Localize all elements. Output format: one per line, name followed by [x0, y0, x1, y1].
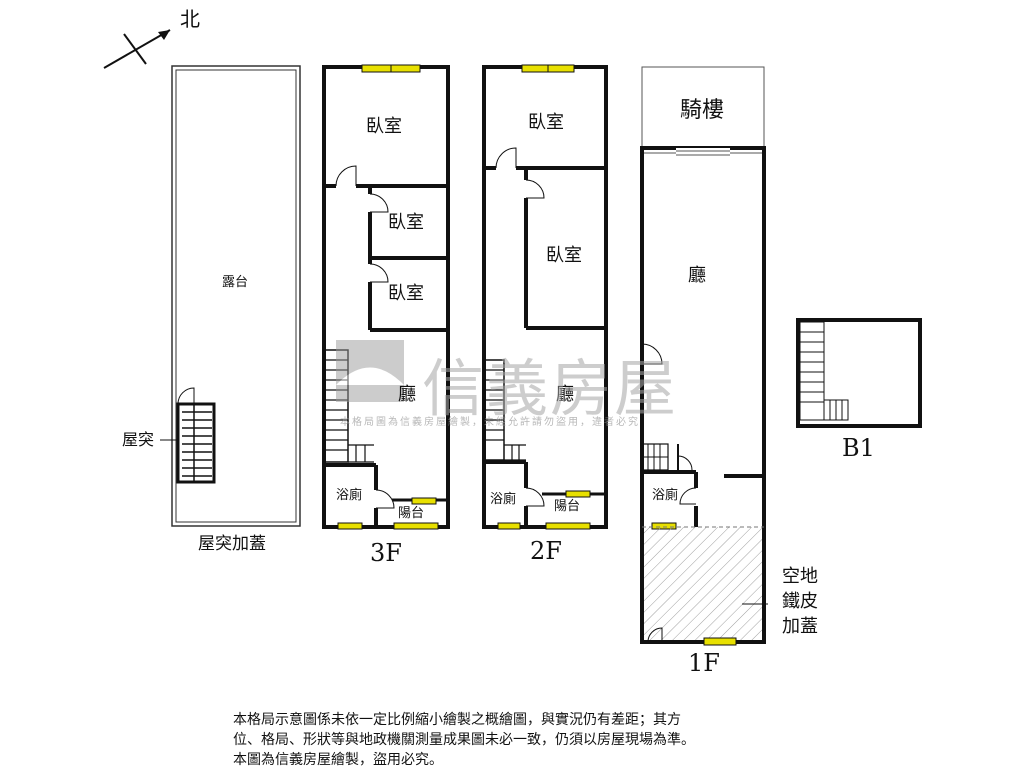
floor2-hall: 廳: [556, 384, 574, 405]
floor1-bath: 浴廁: [652, 488, 679, 503]
floor1-iron-roof-2: 加蓋: [782, 616, 818, 637]
floor1-title: 1F: [688, 649, 720, 677]
floor3-hall: 廳: [398, 384, 416, 405]
disclaimer-line-1: 本格局示意圖係未依一定比例縮小繪製之概繪圖，與實況仍有差距；其方: [233, 712, 681, 728]
floor3-bath: 浴廁: [336, 488, 363, 503]
floor2-balcony: 陽台: [554, 499, 581, 514]
floor-2f-plan: [482, 64, 608, 530]
disclaimer-line-2: 位、格局、形狀等與地政機關測量成果圖未必一致，仍須以房屋現場為準。: [233, 732, 695, 748]
floor3-bedroom-3: 臥室: [388, 283, 424, 304]
north-label: 北: [180, 7, 200, 31]
rooftop-stair-label: 屋突: [122, 430, 155, 449]
floor-1f-plan: [640, 66, 768, 646]
floor1-arcade: 騎樓: [680, 98, 725, 123]
disclaimer-note: 本格局示意圖係未依一定比例縮小繪製之概繪圖，與實況仍有差距；其方 位、格局、形狀…: [233, 710, 793, 770]
rooftop-caption: 屋突加蓋: [198, 534, 266, 554]
basement-title: B1: [842, 434, 875, 462]
floor3-bedroom-2: 臥室: [388, 212, 424, 233]
watermark-logo-icon: [336, 340, 404, 402]
floor2-bedroom-2: 臥室: [546, 245, 582, 266]
floor2-bedroom-1: 臥室: [528, 112, 564, 133]
floor1-open-space: 空地: [782, 566, 818, 587]
floor3-title: 3F: [370, 539, 402, 567]
north-arrow-icon: [103, 29, 171, 69]
floor2-bath: 浴廁: [490, 492, 517, 507]
floor1-iron-roof-1: 鐵皮: [782, 591, 818, 612]
watermark-notice: 本格局圖為信義房屋繪製，未經允許請勿盜用，違者必究: [340, 417, 640, 428]
rooftop-plan: [160, 65, 301, 527]
floor3-balcony: 陽台: [398, 506, 425, 521]
floor1-hall: 廳: [688, 265, 706, 286]
rooftop-terrace-label: 露台: [222, 275, 249, 290]
basement-b1-plan: [796, 318, 922, 428]
floor3-bedroom-1: 臥室: [366, 116, 402, 137]
disclaimer-line-3: 本圖為信義房屋繪製，盜用必究。: [233, 752, 443, 768]
floor2-title: 2F: [530, 537, 562, 565]
watermark-brand: 信義房屋: [422, 352, 679, 425]
